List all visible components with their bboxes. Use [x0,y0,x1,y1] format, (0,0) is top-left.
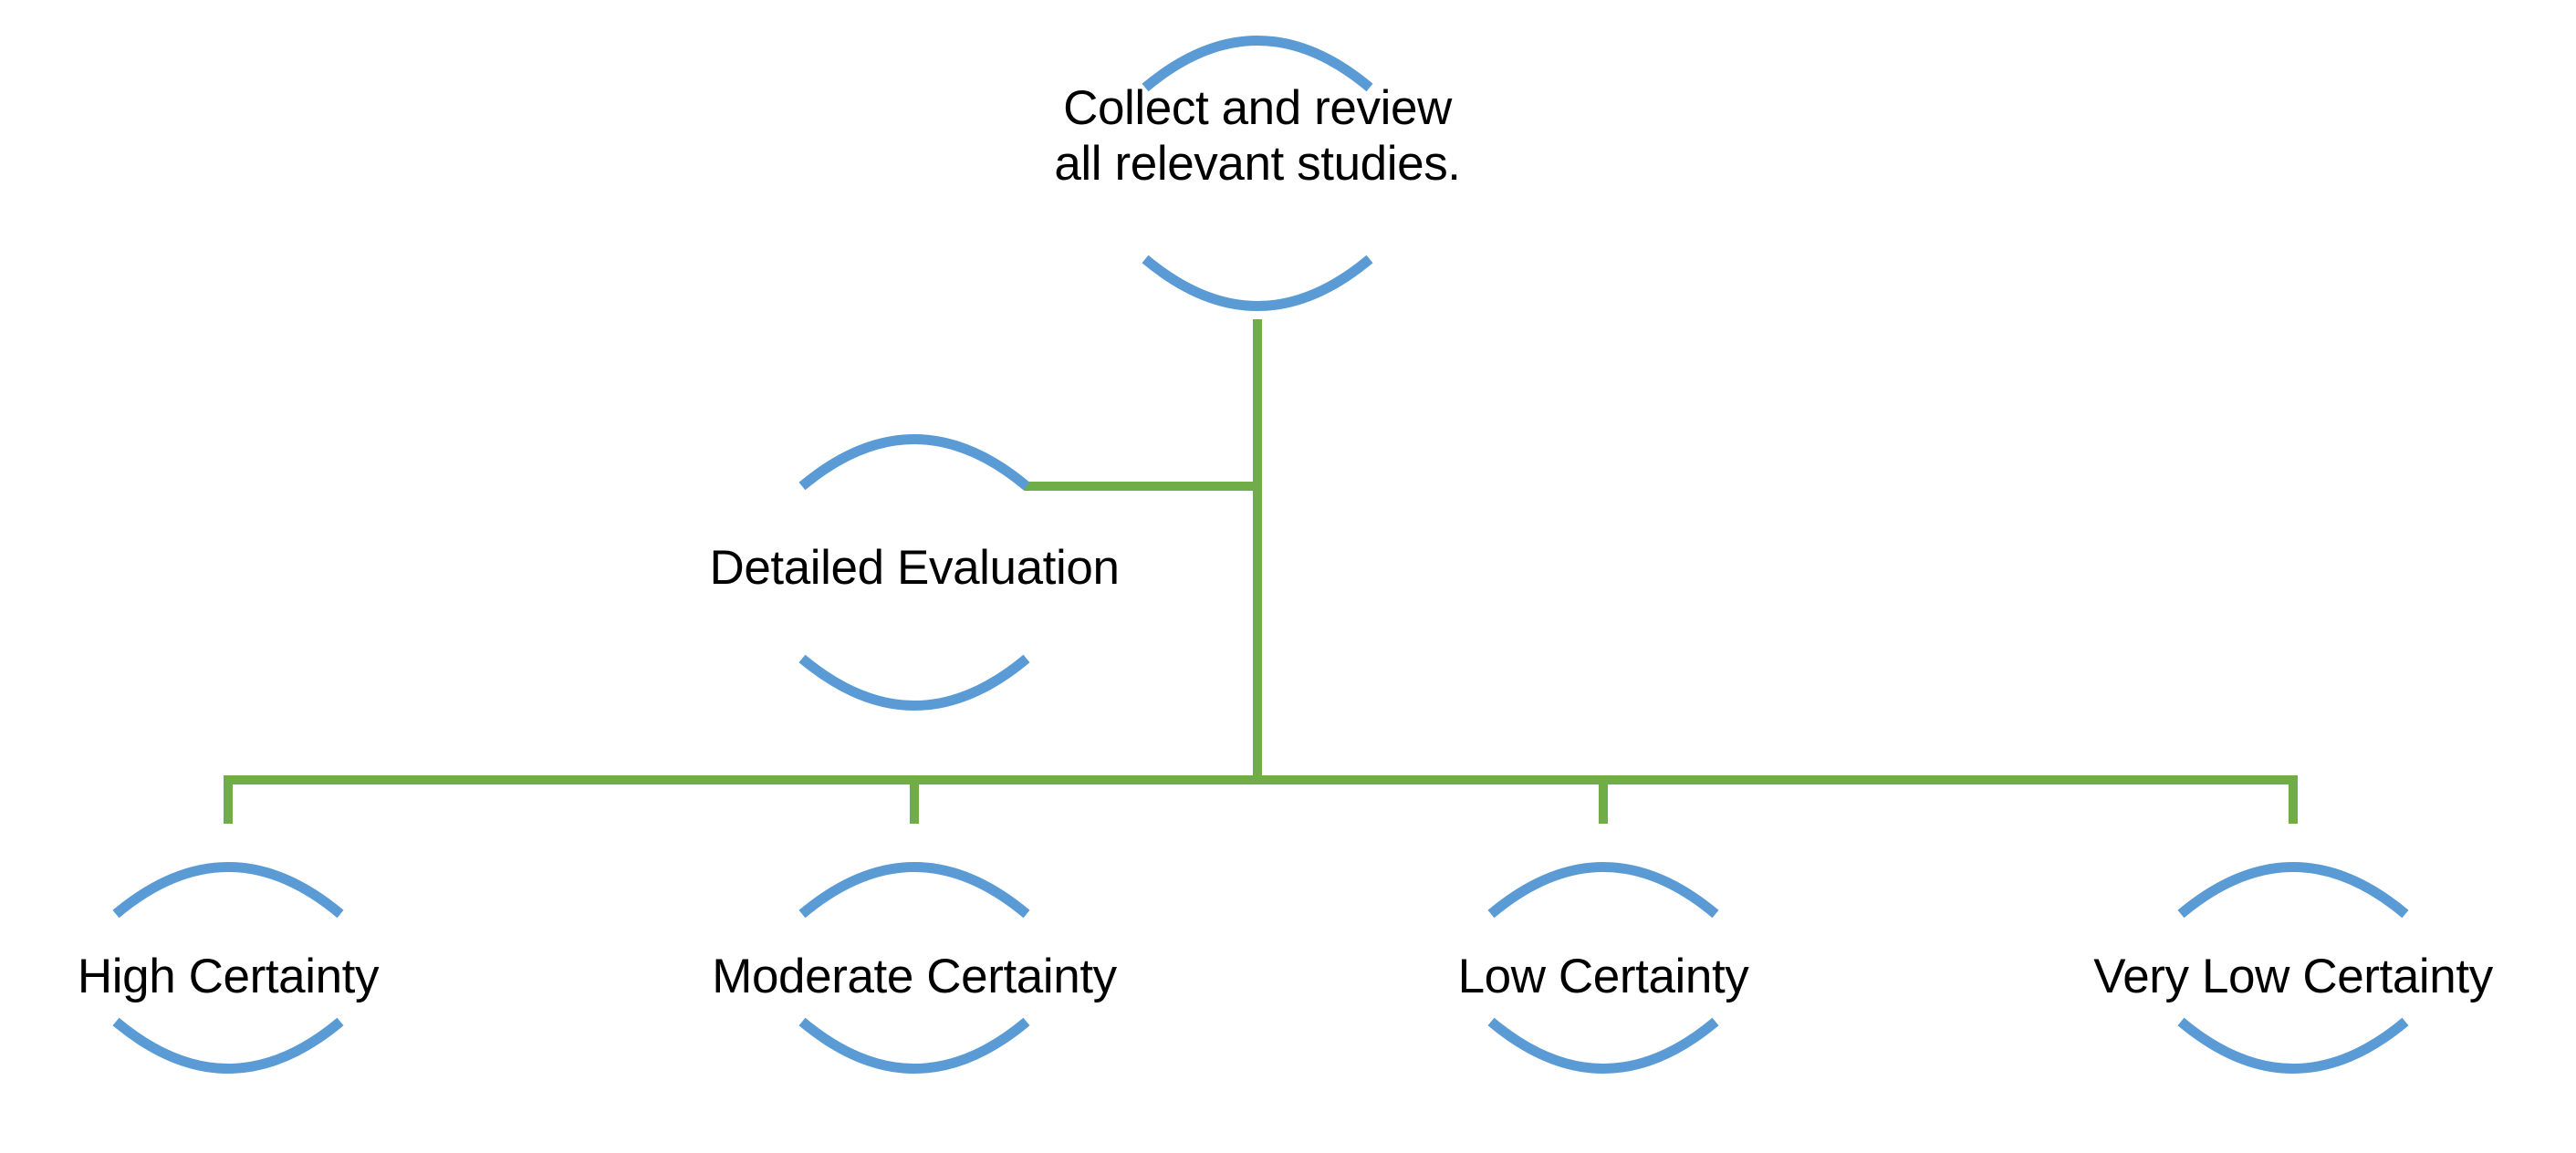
node-arc-bottom-high-certainty [112,1017,344,1074]
node-arc-top-moderate-certainty [798,862,1030,919]
node-arc-bottom-moderate-certainty [798,1017,1030,1074]
node-arc-top-very-low-certainty [2177,862,2409,919]
node-arc-top-detailed-evaluation [798,434,1030,491]
node-arc-group [112,36,2409,1074]
node-arc-top-high-certainty [112,862,344,919]
node-arc-top-root [1142,36,1373,92]
node-arc-top-low-certainty [1487,862,1719,919]
connector-group [224,319,2298,824]
node-arc-bottom-very-low-certainty [2177,1017,2409,1074]
node-arc-bottom-detailed-evaluation [798,654,1030,711]
node-arc-bottom-root [1142,254,1373,311]
node-arc-bottom-low-certainty [1487,1017,1719,1074]
